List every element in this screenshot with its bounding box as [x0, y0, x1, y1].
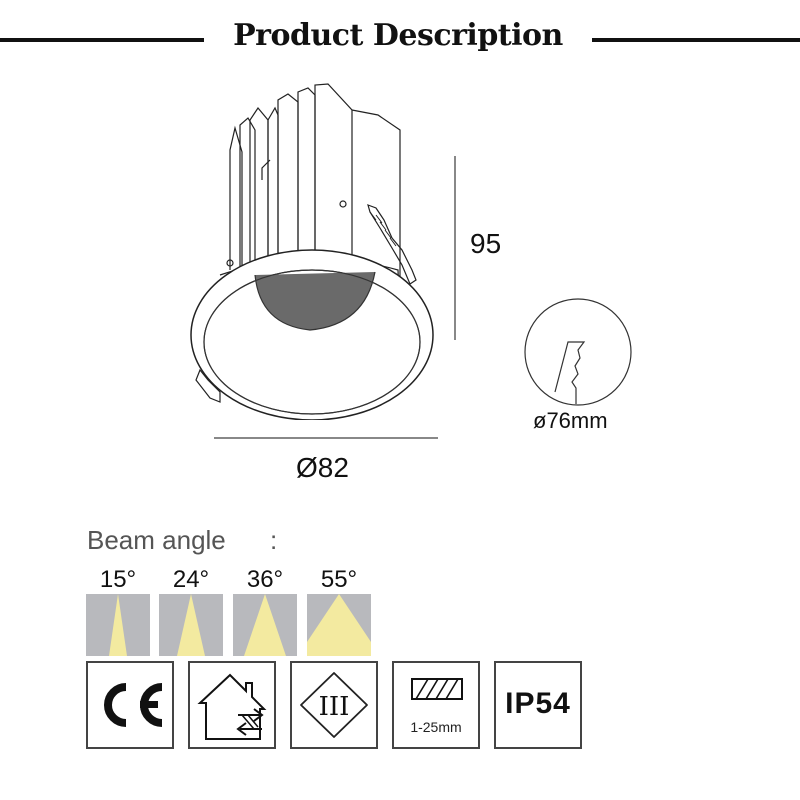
section-header: Product Description: [0, 0, 800, 80]
page-title: Product Description: [233, 18, 563, 53]
beam-degree-label: 55°: [320, 566, 358, 593]
beam-15-icon: [86, 594, 150, 656]
header-rule-left: [0, 38, 204, 42]
beam-degree-label: 24°: [172, 566, 210, 593]
beam-option-24: 24°: [159, 566, 223, 656]
ip-rating-badge: IP54: [494, 661, 582, 749]
beam-option-15: 15°: [86, 566, 150, 656]
downlight-illustration-icon: [190, 83, 434, 421]
ceiling-thickness-badge: 1-25mm: [392, 661, 480, 749]
class-iii-icon: III: [300, 672, 368, 738]
beam-angle-colon: :: [270, 525, 278, 555]
diameter-dimension-line: [214, 437, 438, 439]
indoor-use-badge: [188, 661, 276, 749]
beam-55-icon: [307, 594, 371, 656]
height-dimension-label: 95: [470, 228, 502, 259]
indoor-use-house-icon: [197, 673, 267, 740]
ceiling-cutout-icon: [524, 298, 632, 406]
ce-mark-icon: [104, 683, 163, 727]
ip-rating-icon: IP54: [505, 687, 571, 720]
class-iii-badge: III: [290, 661, 378, 749]
cutout-diagram: [520, 296, 632, 408]
beam-degree-label: 36°: [246, 566, 284, 593]
beam-degree-label: 15°: [99, 566, 137, 593]
diameter-dimension-label: Ø82: [296, 452, 349, 483]
beam-option-55: 55°: [307, 566, 371, 656]
header-rule-right: [592, 38, 800, 42]
beam-option-36: 36°: [233, 566, 297, 656]
height-dimension-line: [454, 156, 456, 340]
beam-angle-title: Beam angle: [87, 525, 226, 555]
beam-36-icon: [233, 594, 297, 656]
downlight-drawing: [180, 80, 480, 421]
cutout-diameter-label: ø76mm: [533, 408, 608, 433]
ce-certification-badge: [86, 661, 174, 749]
ceiling-thickness-icon: [411, 678, 463, 700]
beam-24-icon: [159, 594, 223, 656]
thickness-range-label: 1-25mm: [410, 719, 462, 735]
svg-text:III: III: [319, 692, 350, 722]
